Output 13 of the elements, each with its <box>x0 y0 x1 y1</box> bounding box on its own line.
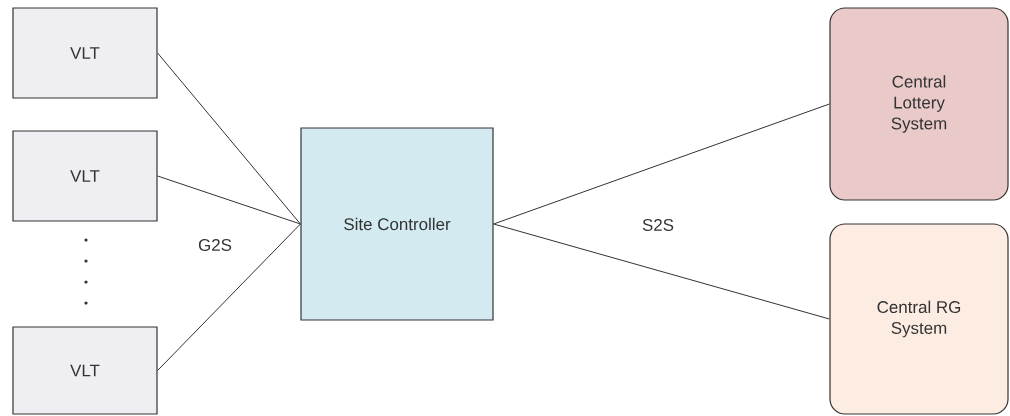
controller-box: Site Controller <box>300 127 494 321</box>
connector-line <box>157 175 301 225</box>
connector-line <box>493 103 830 225</box>
connector-line <box>493 223 830 320</box>
protocol-label: G2S <box>198 239 232 251</box>
system-box: Central Lottery System <box>829 7 1009 201</box>
terminal-box: VLT <box>12 326 158 415</box>
terminal-box: VLT <box>12 7 158 99</box>
system-box: Central RG System <box>829 223 1009 415</box>
protocol-label: S2S <box>642 219 674 231</box>
connector-line <box>157 223 301 371</box>
terminal-box: VLT <box>12 130 158 222</box>
connector-line <box>157 52 301 225</box>
